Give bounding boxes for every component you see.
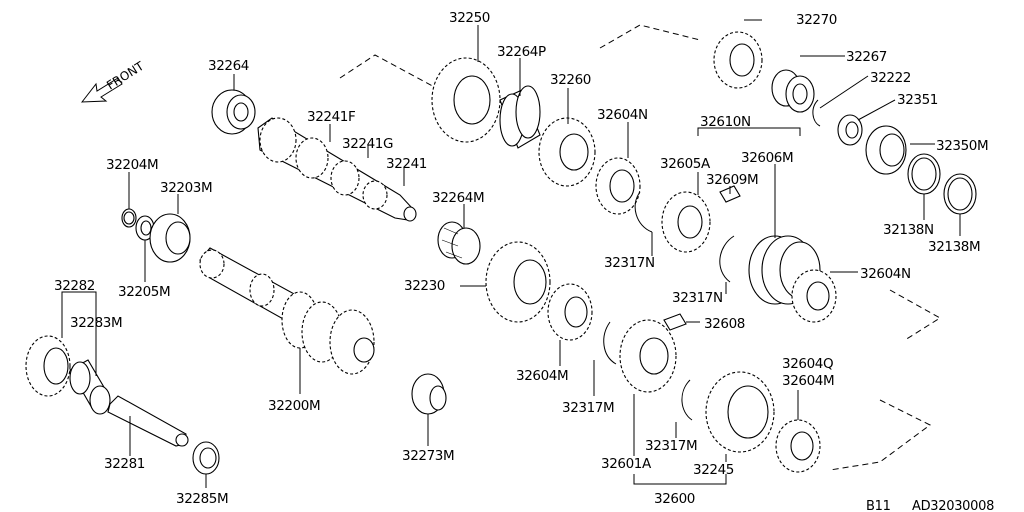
sleeve-32264P bbox=[499, 85, 541, 149]
label-32264: 32264 bbox=[208, 58, 249, 74]
label-32230: 32230 bbox=[404, 278, 445, 294]
washer-32205M bbox=[135, 215, 155, 241]
label-32270: 32270 bbox=[796, 12, 837, 28]
hub-32604N-upper bbox=[595, 157, 641, 215]
bushing-32283M bbox=[69, 359, 111, 415]
ring-32317N-lower bbox=[719, 235, 735, 283]
front-direction-arrow: FRONT bbox=[80, 59, 147, 103]
snap-ring-32222 bbox=[812, 99, 821, 127]
label-32285M: 32285M bbox=[176, 491, 228, 507]
main-shaft-32241 bbox=[257, 117, 417, 222]
label-32601A: 32601A bbox=[601, 456, 652, 472]
hub-32604N-right bbox=[791, 269, 837, 323]
label-32317M-lower: 32317M bbox=[645, 438, 697, 454]
label-32250: 32250 bbox=[449, 10, 490, 26]
shim-32138N bbox=[907, 153, 941, 195]
shim-32138M bbox=[943, 173, 977, 215]
label-32241: 32241 bbox=[386, 156, 427, 172]
label-32245: 32245 bbox=[693, 462, 734, 478]
gear-32230 bbox=[485, 241, 551, 323]
needle-bearing-32264M bbox=[437, 221, 481, 265]
ring-32317N-upper bbox=[634, 191, 653, 233]
label-32317M-upper: 32317M bbox=[562, 400, 614, 416]
label-32608: 32608 bbox=[704, 316, 745, 332]
footer-reference: B11 AD32030008 bbox=[866, 499, 994, 512]
label-32138N: 32138N bbox=[883, 222, 934, 238]
label-32605A: 32605A bbox=[660, 156, 711, 172]
ring-32317M-upper bbox=[603, 321, 617, 365]
sleeve-32606M bbox=[748, 235, 821, 305]
label-32222: 32222 bbox=[870, 70, 911, 86]
label-32264M: 32264M bbox=[432, 190, 484, 206]
label-32606M: 32606M bbox=[741, 150, 793, 166]
ring-32317M-lower bbox=[681, 379, 693, 421]
label-32282: 32282 bbox=[54, 278, 95, 294]
key-32608 bbox=[663, 313, 687, 331]
idler-shaft-32281 bbox=[107, 395, 189, 447]
assembly-outline-lines bbox=[339, 24, 941, 471]
label-32351: 32351 bbox=[897, 92, 938, 108]
snap-ring-32204M bbox=[121, 208, 137, 228]
bushing-32267 bbox=[771, 69, 815, 113]
idler-gear-32282 bbox=[25, 335, 71, 397]
label-32264P: 32264P bbox=[497, 44, 546, 60]
label-32138M: 32138M bbox=[928, 239, 980, 255]
label-32604M-right: 32604M bbox=[782, 373, 834, 389]
label-32260: 32260 bbox=[550, 72, 591, 88]
synchro-sleeve-32245 bbox=[705, 371, 775, 453]
washer-32351 bbox=[837, 114, 863, 146]
label-32604M-lower: 32604M bbox=[516, 368, 568, 384]
label-32241G: 32241G bbox=[342, 136, 393, 152]
gear-32270 bbox=[713, 31, 763, 89]
bearing-32350M bbox=[865, 125, 907, 175]
label-32609M: 32609M bbox=[706, 172, 758, 188]
label-32350M: 32350M bbox=[936, 138, 988, 154]
label-32273M: 32273M bbox=[402, 448, 454, 464]
front-direction-label: FRONT bbox=[104, 59, 147, 93]
countershaft-32200M bbox=[199, 247, 375, 375]
drawing-reference-number: AD32030008 bbox=[912, 499, 994, 512]
label-32317N-upper: 32317N bbox=[604, 255, 655, 271]
label-32604N-upper: 32604N bbox=[597, 107, 648, 123]
gear-32601A bbox=[619, 319, 677, 393]
gear-32260 bbox=[538, 117, 596, 187]
label-32281: 32281 bbox=[104, 456, 145, 472]
label-32205M: 32205M bbox=[118, 284, 170, 300]
label-32204M: 32204M bbox=[106, 157, 158, 173]
bearing-32273M bbox=[411, 373, 447, 415]
synchro-hub-32605A bbox=[661, 191, 711, 253]
leader-lines bbox=[61, 19, 961, 488]
label-32203M: 32203M bbox=[160, 180, 212, 196]
label-32283M: 32283M bbox=[70, 315, 122, 331]
label-32267: 32267 bbox=[846, 49, 887, 65]
label-32200M: 32200M bbox=[268, 398, 320, 414]
label-32604N-right: 32604N bbox=[860, 266, 911, 282]
bearing-32203M bbox=[149, 213, 191, 263]
bearing-32264 bbox=[211, 89, 256, 135]
gear-32250 bbox=[431, 57, 501, 143]
section-code: B11 bbox=[866, 499, 891, 512]
bushing-32285M bbox=[192, 441, 220, 475]
hub-32604M-lower bbox=[547, 283, 593, 341]
part-number-labels: 32250 32264P 32260 32270 32267 32222 323… bbox=[54, 10, 989, 507]
label-32604Q: 32604Q bbox=[782, 356, 833, 372]
hub-32604Q-32604M bbox=[775, 419, 821, 473]
label-32317N-lower: 32317N bbox=[672, 290, 723, 306]
label-32600: 32600 bbox=[654, 491, 695, 507]
label-32241F: 32241F bbox=[307, 109, 355, 125]
label-32610N: 32610N bbox=[700, 114, 751, 130]
